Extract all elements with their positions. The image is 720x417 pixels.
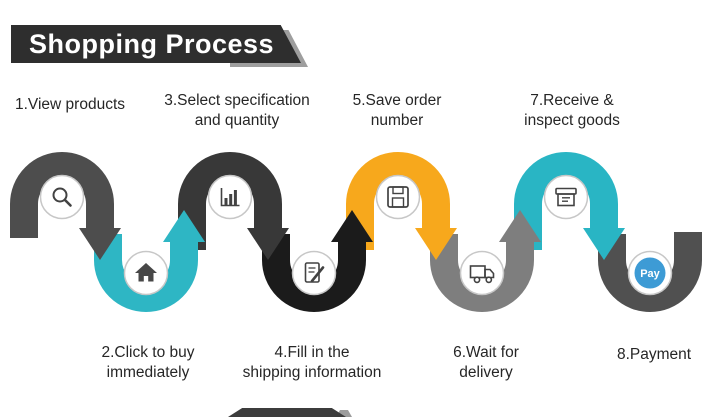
step-8-label: 8.Payment [616,346,692,363]
step-6-icon-badge [459,250,505,296]
step-4-arc-band [262,234,366,312]
bar-chart-icon [220,188,240,207]
step-3-arc [178,152,289,260]
box-icon [555,187,577,207]
bottom-banner-partial [228,408,346,417]
step-8-icon-badge: Pay [627,250,673,296]
step-8-arc-band [598,232,702,312]
step-6-label: 6.Wait for delivery [453,344,519,381]
step-3-icon-badge [207,174,253,220]
step-1-arrowhead [79,228,121,260]
step-2-arc [94,210,205,312]
step-7-arrowhead [583,228,625,260]
step-1-arc [9,152,121,260]
search-icon [52,187,72,207]
pay-icon-text: Pay [640,268,660,280]
step-2-icon-badge [123,250,169,296]
step-1-label: 1.View products [15,96,125,113]
step-5-icon-badge [375,174,421,220]
step-3-arrowhead [247,228,289,260]
step-5-arc [346,152,457,260]
step-3-arc-band [178,152,282,250]
step-8-arc [598,232,702,312]
step-2-arc-band [94,234,198,312]
step-4-arc [262,210,373,312]
pay-icon: Pay [634,257,666,289]
step-1-arc-band [9,152,114,238]
edit-document-icon [304,262,325,283]
step-6-arc-band [430,234,534,312]
truck-icon [469,265,495,284]
step-1-icon-badge [39,174,85,220]
step-5-arc-band [346,152,450,250]
step-7-label: 7.Receive & inspect goods [524,92,620,129]
step-4-label: 4.Fill in the shipping information [242,344,382,381]
step-2-arrowhead [163,210,205,242]
home-icon [135,263,157,282]
step-6-arrowhead [499,210,541,242]
step-4-arrowhead [331,210,373,242]
step-3-label: 3.Select specification and quantity [164,92,310,129]
step-7-arc [514,152,625,260]
step-7-icon-badge [543,174,589,220]
bottom-banner-accent [336,410,352,417]
page-title: Shopping Process [29,28,275,59]
step-7-arc-band [514,152,618,250]
save-icon [387,186,409,208]
step-5-arrowhead [415,228,457,260]
step-5-label: 5.Save order number [352,92,442,129]
step-6-arc [430,210,541,312]
title-banner: Shopping Process [11,25,301,63]
step-2-label: 2.Click to buy immediately [101,344,195,381]
step-4-icon-badge [291,250,337,296]
